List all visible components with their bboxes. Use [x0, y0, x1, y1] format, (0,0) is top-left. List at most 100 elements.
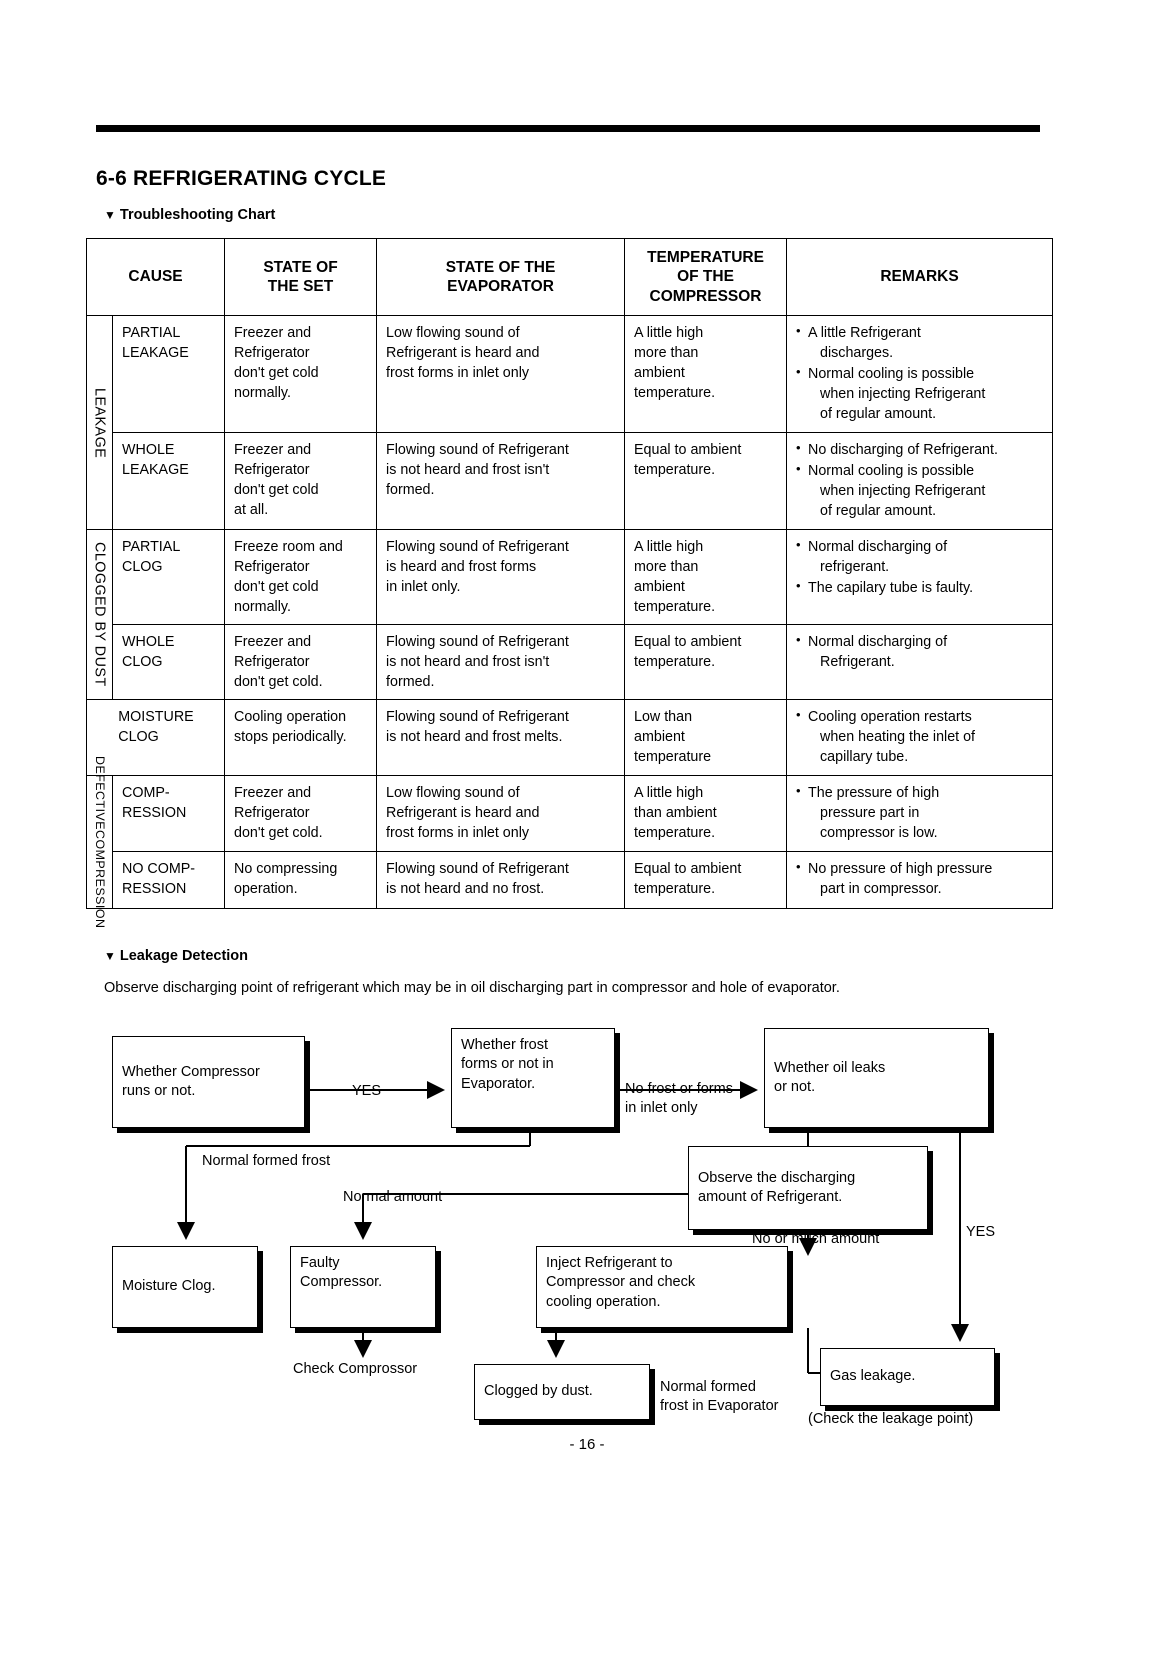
header-rule [96, 125, 1040, 132]
subtitle-label: Leakage Detection [119, 948, 249, 964]
col-header-remarks: REMARKS [786, 237, 1054, 317]
remark-item: No discharging of Refrigerant. [796, 439, 1044, 460]
subtitle-label: Troubleshooting Chart [119, 207, 276, 223]
triangle-bullet-icon: ▼ [104, 949, 116, 963]
group-label-text: CLOGGED BY DUST [91, 542, 108, 688]
flow-label-check-leakage-point: (Check the leakage point) [808, 1411, 974, 1427]
page-title: 6-6 REFRIGERATING CYCLE [96, 167, 387, 190]
subtitle-leakage-detection: ▼Leakage Detection [104, 948, 248, 964]
group-label-text: LEAKAGE [91, 387, 108, 458]
cell-remarks: No discharging of Refrigerant. Normal co… [786, 432, 1054, 531]
page-number: - 16 - [569, 1436, 605, 1453]
flow-label-normal-formed-frost: Normal formed frost [202, 1153, 331, 1169]
flow-label-check-comprossor: Check Comprossor [293, 1361, 418, 1377]
flow-box-gas-leakage: Gas leakage. [820, 1348, 995, 1406]
group-label-clogged-by-dust: CLOGGED BY DUST [86, 529, 113, 701]
flow-label-no-or-much-amount: No or much amount [752, 1231, 880, 1247]
observe-note: Observe discharging point of refrigerant… [104, 980, 840, 996]
flow-box-clogged-by-dust: Clogged by dust. [474, 1364, 650, 1420]
flow-label-yes-2: YES [966, 1224, 996, 1240]
subtitle-troubleshooting-chart: ▼Troubleshooting Chart [104, 207, 275, 223]
flow-label-normal-amount: Normal amount [343, 1189, 443, 1205]
flow-box-label: Gas leakage. [830, 1368, 916, 1385]
cell-cause: COMP-RESSION [111, 775, 226, 853]
col-header-cause: CAUSE [85, 237, 226, 317]
flow-box-moisture-clog: Moisture Clog. [112, 1246, 258, 1328]
triangle-bullet-icon: ▼ [104, 208, 116, 222]
cell-cause: NO COMP-RESSION [111, 851, 226, 909]
group-label-leakage: LEAKAGE [86, 315, 113, 531]
flow-box-label: Moisture Clog. [122, 1278, 216, 1295]
flow-box-label: Clogged by dust. [484, 1383, 593, 1400]
remark-item: The capilary tube is faulty. [796, 577, 1044, 598]
